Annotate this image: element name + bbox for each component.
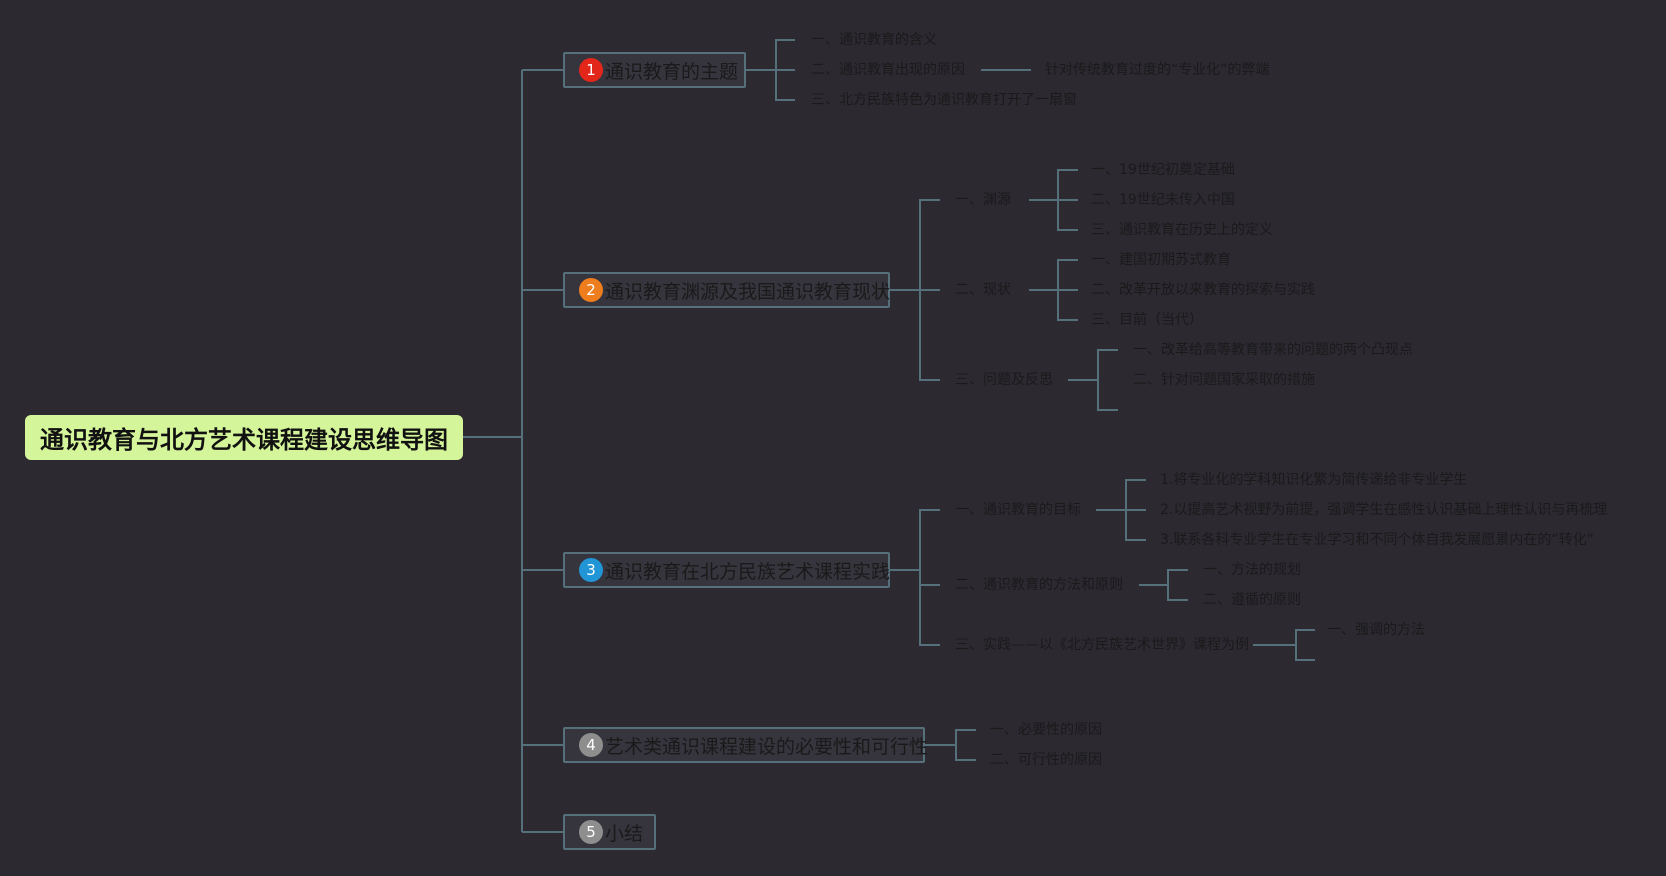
- b2-xianzhuang-2[interactable]: 二、改革开放以来教育的探索与实践: [1091, 282, 1315, 298]
- branch-node-4[interactable]: 4 艺术类通识课程建设的必要性和可行性: [563, 727, 929, 763]
- b4-item-2[interactable]: 二、可行性的原因: [990, 752, 1102, 768]
- link-b3-sj2: [1253, 629, 1315, 661]
- badge-5: 5: [579, 820, 603, 844]
- b2-yuanyuan-3[interactable]: 三、通识教育在历史上的定义: [1091, 222, 1273, 238]
- branch-node-5[interactable]: 5 小结: [563, 814, 656, 850]
- branch-label-4: 艺术类通识课程建设的必要性和可行性: [605, 735, 929, 758]
- b3-mubiao-3[interactable]: 3.联系各科专业学生在专业学习和不同个体自我发展愿景内在的“转化”: [1160, 532, 1594, 548]
- badge-2: 2: [579, 278, 603, 302]
- b1-item-3[interactable]: 三、北方民族特色为通识教育打开了一扇窗: [811, 92, 1077, 108]
- b3-fangfa-2[interactable]: 二、遵循的原则: [1203, 592, 1301, 608]
- b1-item-2[interactable]: 二、通识教育出现的原因: [811, 62, 965, 78]
- b2-yuanyuan-2[interactable]: 二、19世纪末传入中国: [1091, 192, 1235, 208]
- b3-group-shijian[interactable]: 三、实践——以《北方民族艺术世界》课程为例: [955, 637, 1249, 653]
- b1-item-1[interactable]: 一、通识教育的含义: [811, 32, 937, 48]
- b3-shijian-1[interactable]: 一、强调的方法: [1327, 622, 1425, 638]
- link-b3-mb: [1096, 479, 1146, 541]
- link-b2-yy: [1029, 169, 1078, 231]
- b3-fangfa-1[interactable]: 一、方法的规划: [1203, 562, 1301, 578]
- b3-mubiao-1[interactable]: 1.将专业化的学科知识化繁为简传递给非专业学生: [1160, 472, 1468, 488]
- branch-label-1: 通识教育的主题: [605, 60, 739, 83]
- branch-node-1[interactable]: 1 通识教育的主题: [563, 52, 746, 88]
- b4-item-1[interactable]: 一、必要性的原因: [990, 722, 1102, 738]
- link-b2-xz: [1029, 259, 1078, 321]
- b3-group-mubiao[interactable]: 一、通识教育的目标: [955, 502, 1081, 518]
- b2-group-wenti[interactable]: 三、问题及反思: [955, 372, 1053, 388]
- badge-1: 1: [579, 58, 603, 82]
- badge-3: 3: [579, 558, 603, 582]
- b2-wenti-2[interactable]: 二、针对问题国家采取的措施: [1133, 372, 1315, 388]
- b2-wenti-1[interactable]: 一、改革给高等教育带来的问题的两个凸现点: [1133, 342, 1413, 358]
- b2-group-yuanyuan[interactable]: 一、渊源: [955, 192, 1011, 208]
- b2-yuanyuan-1[interactable]: 一、19世纪初奠定基础: [1091, 162, 1235, 178]
- root-node[interactable]: 通识教育与北方艺术课程建设思维导图: [25, 415, 463, 460]
- link-b4-bracket: [955, 729, 976, 761]
- b2-xianzhuang-1[interactable]: 一、建国初期苏式教育: [1091, 252, 1231, 268]
- b3-mubiao-2[interactable]: 2.以提高艺术视野为前提，强调学生在感性认识基础上理性认识与再梳理: [1160, 502, 1608, 518]
- b2-xianzhuang-3[interactable]: 三、目前（当代）: [1091, 312, 1203, 328]
- b3-group-fangfa[interactable]: 二、通识教育的方法和原则: [955, 577, 1123, 593]
- link-b3-ff: [1139, 569, 1188, 601]
- branch-label-5: 小结: [605, 822, 644, 845]
- badge-4: 4: [579, 733, 603, 757]
- branch-node-3[interactable]: 3 通识教育在北方民族艺术课程实践: [563, 552, 890, 588]
- root-label: 通识教育与北方艺术课程建设思维导图: [40, 426, 448, 454]
- link-b2-wt: [1068, 349, 1118, 411]
- branch-label-3: 通识教育在北方民族艺术课程实践: [605, 560, 891, 583]
- branch-label-2: 通识教育渊源及我国通识教育现状: [605, 280, 891, 303]
- b1-reason-detail[interactable]: 针对传统教育过度的“专业化”的弊端: [1045, 62, 1270, 78]
- b2-group-xianzhuang[interactable]: 二、现状: [955, 282, 1011, 298]
- branch-node-2[interactable]: 2 通识教育渊源及我国通识教育现状: [563, 272, 890, 308]
- link-b3-bracket: [919, 509, 940, 646]
